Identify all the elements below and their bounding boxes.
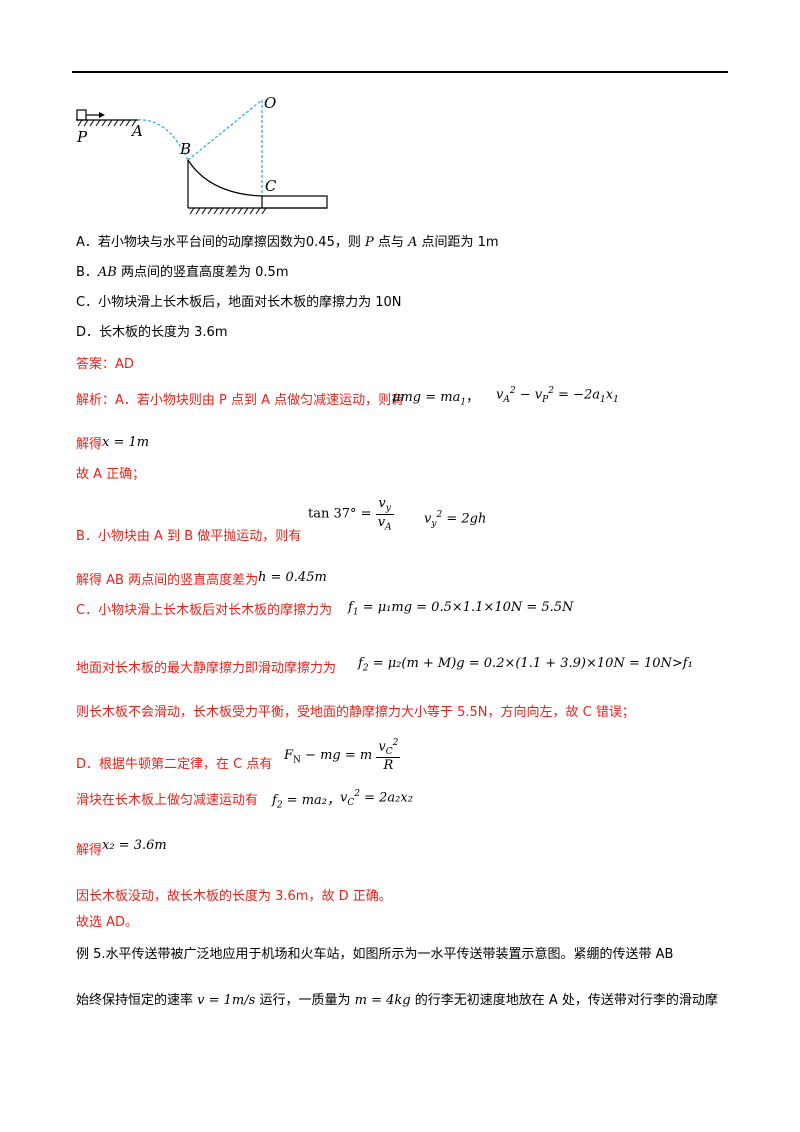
analysis-c-intro: C．小物块滑上长木板后对长木板的摩擦力为 [76, 603, 333, 618]
analysis-a-eq2: vA2 − vP2 = −2a1x1 [496, 386, 619, 405]
analysis-d-eq2: f2 = ma₂， [272, 793, 341, 811]
answer: 答案：AD [76, 357, 134, 372]
analysis-a-conclusion: 故 A 正确； [76, 467, 146, 482]
analysis-b-intro: B．小物块由 A 到 B 做平抛运动，则有 [76, 529, 302, 544]
physics-figure: P A B O C [76, 94, 328, 215]
platform-hatch [77, 119, 137, 127]
analysis-d-solve: 解得 [76, 843, 103, 858]
long-board [261, 195, 328, 209]
analysis-a-result: x = 1m [102, 435, 150, 450]
example-line-1: 例 5.水平传送带被广泛地应用于机场和火车站，如图所示为一水平传送带装置示意图。… [76, 947, 674, 962]
analysis-a-eq1: μmg = ma1， [392, 390, 480, 408]
option-a: A．若小物块与水平台间的动摩擦因数为0.45，则 P 点与 A 点间距为 1m [76, 235, 499, 250]
analysis-a-intro: 解析：A．若小物块则由 P 点到 A 点做匀减速运动，则有 [76, 393, 405, 408]
analysis-a-solve: 解得 [76, 437, 103, 452]
trajectory-path [137, 119, 189, 161]
analysis-d-intro: D．根据牛顿第二定律，在 C 点有 [76, 757, 273, 772]
radius-BO [187, 99, 263, 161]
analysis-c-eq: f1 = μ₁mg = 0.5×1.1×10N = 5.5N [348, 600, 574, 618]
analysis-b-eq2: vy2 = 2gh [424, 510, 487, 529]
example-line-2: 始终保持恒定的速率 v = 1m/s 运行，一质量为 m = 4kg 的行李无初… [76, 993, 718, 1008]
option-c: C．小物块滑上长木板后，地面对长木板的摩擦力为 10N [76, 295, 402, 310]
analysis-b-solve: 解得 AB 两点间的竖直高度差为 [76, 573, 259, 588]
analysis-c-conclusion: 则长木板不会滑动，长木板受力平衡，受地面的静摩擦力大小等于 5.5N，方向向左，… [76, 705, 635, 720]
analysis-d-slide: 滑块在长木板上做匀减速运动有 [76, 793, 259, 808]
small-block [76, 109, 87, 121]
analysis-b-result: h = 0.45m [258, 570, 327, 585]
analysis-final: 故选 AD。 [76, 915, 139, 930]
circular-track [187, 159, 263, 197]
label-A: A [130, 122, 143, 140]
analysis-c-eq2: f2 = μ₂(m + M)g = 0.2×(1.1 + 3.9)×10N = … [358, 656, 693, 674]
option-b: B．AB 两点间的竖直高度差为 0.5m [76, 265, 289, 280]
label-B: B [179, 140, 191, 158]
analysis-d-result: x₂ = 3.6m [102, 838, 167, 853]
label-O: O [264, 94, 276, 112]
option-d: D．长木板的长度为 3.6m [76, 325, 228, 340]
ground-hatch [189, 207, 267, 215]
label-C: C [265, 177, 277, 195]
analysis-c-ground: 地面对长木板的最大静摩擦力即滑动摩擦力为 [76, 661, 337, 676]
label-P: P [76, 128, 88, 146]
header-rule [72, 71, 728, 73]
analysis-d-conclusion: 因长木板没动，故长木板的长度为 3.6m，故 D 正确。 [76, 889, 392, 904]
analysis-d-eq3: vC2 = 2a₂x₂ [340, 789, 413, 808]
